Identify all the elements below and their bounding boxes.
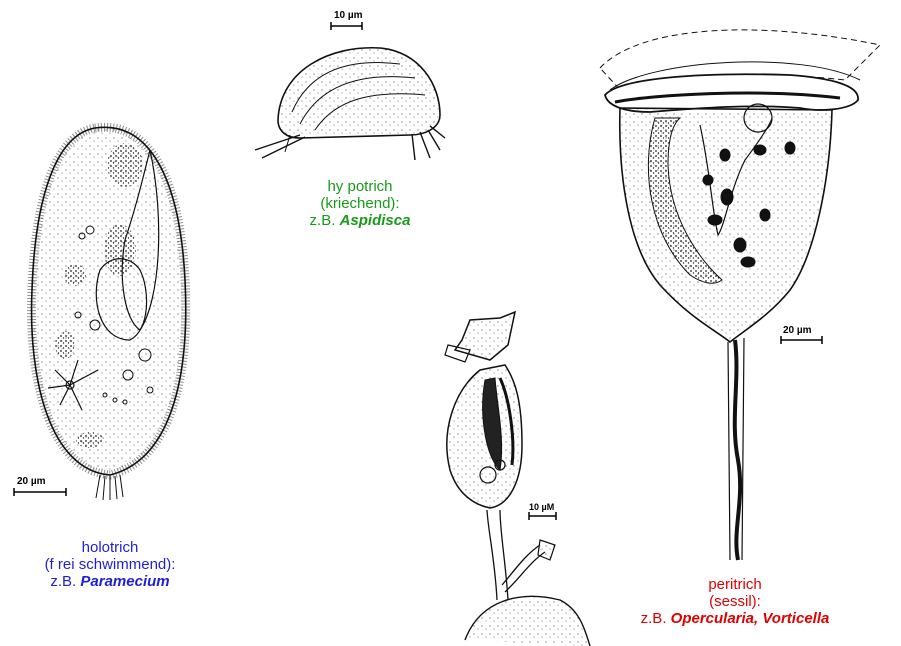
scale-bar-vorticella xyxy=(781,336,822,344)
hypotrich-prefix: z.B. xyxy=(310,212,336,229)
holotrich-genus: Paramecium xyxy=(80,573,169,590)
scale-bar-opercularia xyxy=(529,512,556,520)
spasmoneme xyxy=(735,340,740,560)
holotrich-example: z.B. Paramecium xyxy=(0,573,220,590)
scale-label-opercularia: 10 µM xyxy=(529,502,554,512)
peritrich-prefix: z.B. xyxy=(641,610,667,627)
substrate xyxy=(465,596,590,646)
holotrich-prefix: z.B. xyxy=(50,573,76,590)
peritrich-habit: (sessil): xyxy=(580,593,890,610)
hypotrich-genus: Aspidisca xyxy=(340,212,411,229)
peritrich-genus: Opercularia, Vorticella xyxy=(671,610,830,627)
scale-label-vorticella: 20 µm xyxy=(783,325,812,336)
peritrich-label: peritrich (sessil): z.B. Opercularia, Vo… xyxy=(580,576,890,627)
scale-label-aspidisca: 10 µm xyxy=(334,10,363,21)
scale-bar-paramecium xyxy=(14,488,66,496)
vorticella-drawing xyxy=(600,30,880,560)
aspidisca-drawing xyxy=(255,48,445,160)
paramecium-drawing xyxy=(32,127,186,500)
holotrich-label: holotrich (f rei schwimmend): z.B. Param… xyxy=(0,539,220,590)
hypotrich-habit: (kriechend): xyxy=(250,195,470,212)
hypotrich-type: hy potrich xyxy=(250,178,470,195)
peritrich-example: z.B. Opercularia, Vorticella xyxy=(580,610,890,627)
scale-label-paramecium: 20 µm xyxy=(17,476,46,487)
holotrich-type: holotrich xyxy=(0,539,220,556)
hypotrich-example: z.B. Aspidisca xyxy=(250,212,470,229)
opercularia-drawing xyxy=(445,312,590,646)
hypotrich-label: hy potrich (kriechend): z.B. Aspidisca xyxy=(250,178,470,229)
peritrich-type: peritrich xyxy=(580,576,890,593)
aspidisca-body xyxy=(278,48,440,138)
scale-bar-aspidisca xyxy=(331,22,362,30)
holotrich-habit: (f rei schwimmend): xyxy=(0,556,220,573)
